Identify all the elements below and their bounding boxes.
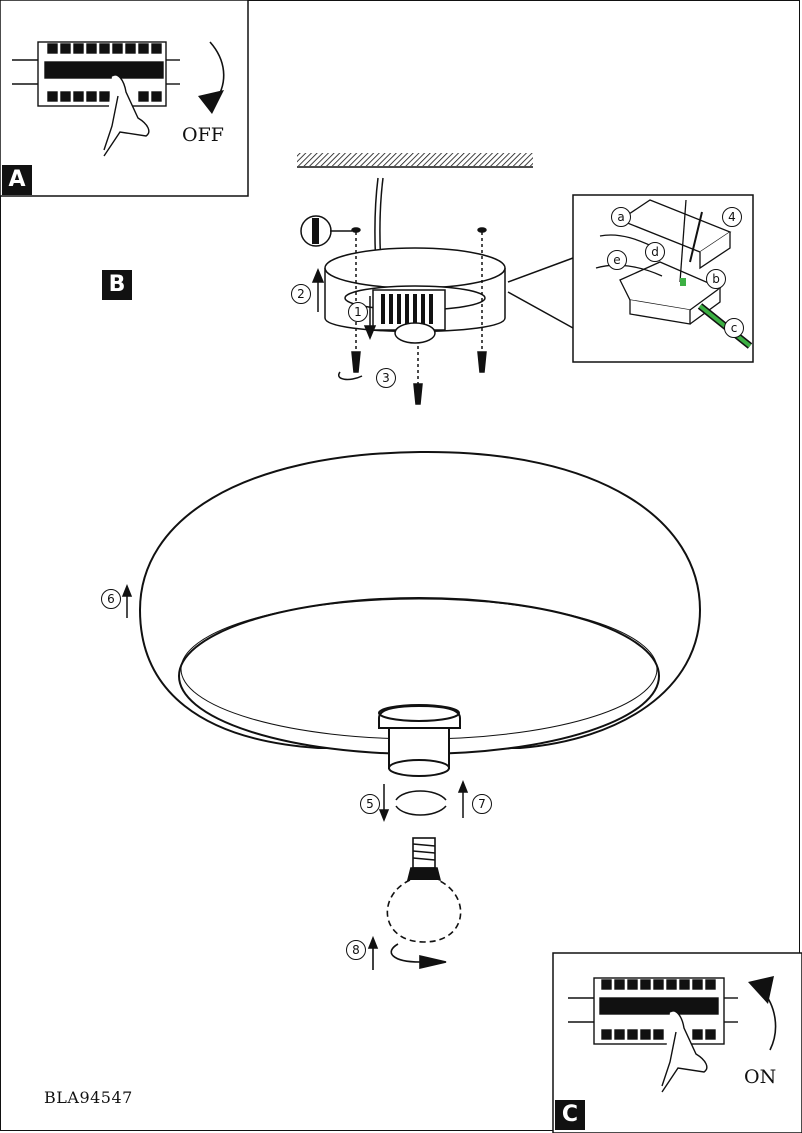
step-8: 8 <box>346 940 366 960</box>
step-3: 3 <box>376 368 396 388</box>
panel-c-badge: C <box>555 1100 585 1130</box>
step-6: 6 <box>101 589 121 609</box>
panel-a-off-label: OFF <box>182 124 224 146</box>
ceiling-mount-illustration <box>297 153 574 405</box>
step-4: 4 <box>722 207 742 227</box>
lampshade-illustration <box>138 450 702 777</box>
wiring-label-a: a <box>611 207 631 227</box>
panel-c-illustration <box>552 952 802 1133</box>
wiring-label-e: e <box>607 250 627 270</box>
panel-b-badge: B <box>102 270 132 300</box>
model-code: BLA94547 <box>44 1088 133 1107</box>
bulb-illustration <box>367 837 462 970</box>
wiring-label-d: d <box>645 242 665 262</box>
breaker-box-off <box>12 41 180 157</box>
shade-up-arrow <box>121 583 133 618</box>
step-2: 2 <box>291 284 311 304</box>
socket-ring-arrows <box>378 779 469 823</box>
step-7: 7 <box>472 794 492 814</box>
panel-c-on-label: ON <box>744 1066 777 1088</box>
step-1: 1 <box>348 302 368 322</box>
step-5: 5 <box>360 794 380 814</box>
wiring-label-b: b <box>706 269 726 289</box>
panel-a-illustration <box>0 0 249 197</box>
wiring-label-c: c <box>724 318 744 338</box>
panel-a-badge: A <box>2 165 32 195</box>
ceiling-hatch <box>297 153 533 166</box>
